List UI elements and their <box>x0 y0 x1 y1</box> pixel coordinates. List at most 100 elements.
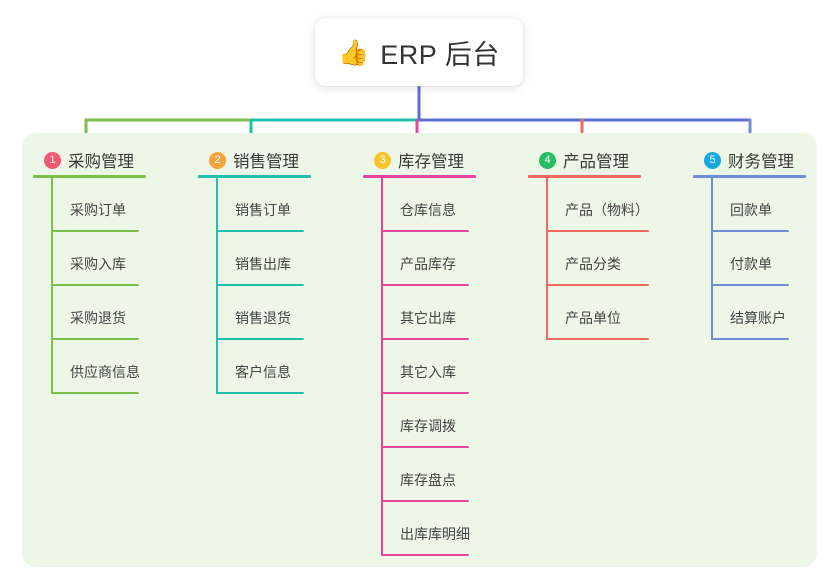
menu-item-label: 其它出库 <box>400 310 456 326</box>
module-underline-5 <box>693 175 806 178</box>
menu-item[interactable]: 库存盘点 <box>381 448 469 502</box>
menu-item-underline <box>216 392 304 394</box>
module-column-4: 4 产品管理产品（物料） 产品分类产品单位 <box>528 142 649 340</box>
module-title-2: 销售管理 <box>233 153 299 171</box>
module-badge-3: 3 <box>374 151 391 169</box>
menu-item[interactable]: 销售退货 <box>216 286 304 340</box>
menu-item-label: 供应商信息 <box>70 364 140 380</box>
menu-item[interactable]: 产品库存 <box>381 232 469 286</box>
menu-item[interactable]: 采购退货 <box>51 286 139 340</box>
menu-item[interactable]: 其它出库 <box>381 286 469 340</box>
module-underline-2 <box>198 175 311 178</box>
menu-item[interactable]: 销售订单 <box>216 178 304 232</box>
menu-item[interactable]: 付款单 <box>711 232 789 286</box>
menu-item-label: 库存盘点 <box>400 472 456 488</box>
menu-item-label: 销售订单 <box>235 202 291 218</box>
menu-item-label: 采购退货 <box>70 310 126 326</box>
module-badge-5: 5 <box>704 151 721 169</box>
module-items-5: 回款单付款单结算账户 <box>711 178 806 340</box>
menu-item-stem <box>51 178 53 232</box>
menu-item[interactable]: 其它入库 <box>381 340 469 394</box>
module-header-5[interactable]: 5 财务管理 <box>693 142 806 178</box>
menu-item[interactable]: 客户信息 <box>216 340 304 394</box>
menu-item[interactable]: 供应商信息 <box>51 340 140 394</box>
menu-item-stem <box>381 178 383 232</box>
menu-item-stem <box>381 232 383 286</box>
menu-item-underline <box>51 338 139 340</box>
menu-item-label: 销售出库 <box>235 256 291 272</box>
module-items-4: 产品（物料） 产品分类产品单位 <box>546 178 649 340</box>
module-badge-4: 4 <box>539 151 556 169</box>
module-items-2: 销售订单销售出库销售退货客户信息 <box>216 178 311 394</box>
menu-item-stem <box>546 232 548 286</box>
menu-item-stem <box>711 286 713 340</box>
menu-item-stem <box>381 340 383 394</box>
menu-item-stem <box>381 502 383 556</box>
menu-item[interactable]: 产品单位 <box>546 286 649 340</box>
module-items-3: 仓库信息产品库存其它出库其它入库库存调拨库存盘点出库库明细 <box>381 178 476 556</box>
menu-item-underline <box>51 392 139 394</box>
module-title-5: 财务管理 <box>728 153 794 171</box>
menu-item[interactable]: 产品分类 <box>546 232 649 286</box>
menu-item-stem <box>216 232 218 286</box>
menu-item-underline <box>711 284 789 286</box>
menu-item-underline <box>711 338 789 340</box>
menu-item-underline <box>546 338 649 340</box>
menu-item-stem <box>381 448 383 502</box>
menu-item-label: 产品分类 <box>565 256 621 272</box>
menu-item-underline <box>51 284 139 286</box>
module-badge-1: 1 <box>44 151 61 169</box>
menu-item-stem <box>216 340 218 394</box>
menu-item-stem <box>381 394 383 448</box>
menu-item-stem <box>711 232 713 286</box>
menu-item-label: 销售退货 <box>235 310 291 326</box>
module-title-3: 库存管理 <box>398 153 464 171</box>
menu-item-underline <box>381 500 469 502</box>
menu-item-underline <box>381 338 469 340</box>
module-title-4: 产品管理 <box>563 153 629 171</box>
root-node[interactable]: 👍 ERP 后台 <box>315 18 523 86</box>
menu-item-underline <box>711 230 789 232</box>
menu-item-underline <box>381 230 469 232</box>
menu-item[interactable]: 回款单 <box>711 178 789 232</box>
menu-item[interactable]: 采购入库 <box>51 232 139 286</box>
menu-item-label: 产品（物料） <box>565 202 649 218</box>
menu-item-underline <box>381 392 469 394</box>
menu-item[interactable]: 销售出库 <box>216 232 304 286</box>
menu-item-underline <box>381 554 469 556</box>
menu-item-label: 采购入库 <box>70 256 126 272</box>
menu-item-label: 出库库明细 <box>400 526 470 542</box>
module-column-5: 5 财务管理回款单付款单结算账户 <box>693 142 806 340</box>
menu-item[interactable]: 产品（物料） <box>546 178 649 232</box>
module-underline-4 <box>528 175 641 178</box>
menu-item-underline <box>216 284 304 286</box>
menu-item-stem <box>381 286 383 340</box>
module-column-3: 3 库存管理仓库信息产品库存其它出库其它入库库存调拨库存盘点出库库明细 <box>363 142 476 556</box>
menu-item[interactable]: 出库库明细 <box>381 502 470 556</box>
menu-item-stem <box>216 178 218 232</box>
modules-panel <box>22 133 817 567</box>
menu-item-label: 采购订单 <box>70 202 126 218</box>
module-header-3[interactable]: 3 库存管理 <box>363 142 476 178</box>
menu-item[interactable]: 采购订单 <box>51 178 139 232</box>
module-header-4[interactable]: 4 产品管理 <box>528 142 641 178</box>
menu-item-stem <box>546 286 548 340</box>
menu-item[interactable]: 库存调拨 <box>381 394 469 448</box>
menu-item-stem <box>51 286 53 340</box>
menu-item-label: 仓库信息 <box>400 202 456 218</box>
menu-item-label: 付款单 <box>730 256 772 272</box>
menu-item-underline <box>216 338 304 340</box>
menu-item-underline <box>546 230 649 232</box>
menu-item[interactable]: 仓库信息 <box>381 178 469 232</box>
menu-item-label: 其它入库 <box>400 364 456 380</box>
menu-item-label: 客户信息 <box>235 364 291 380</box>
menu-item-label: 产品单位 <box>565 310 621 326</box>
menu-item-label: 回款单 <box>730 202 772 218</box>
module-items-1: 采购订单采购入库采购退货供应商信息 <box>51 178 146 394</box>
menu-item[interactable]: 结算账户 <box>711 286 789 340</box>
